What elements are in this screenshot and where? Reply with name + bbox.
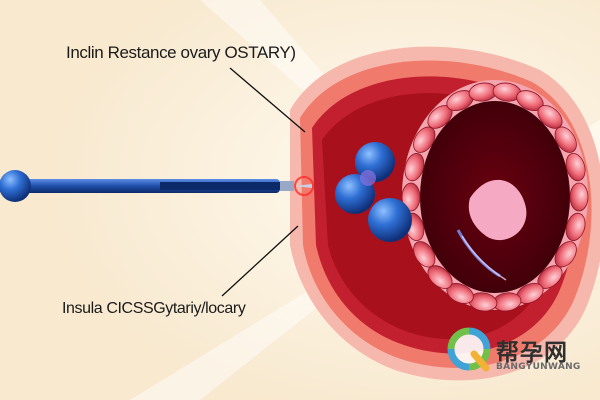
watermark-subtitle: BANGYUNWANG [496, 362, 581, 372]
label-bottom: Insula CICSSGytariy/locary [62, 300, 246, 317]
endometrial-lobe [413, 241, 436, 268]
endometrial-lobe [404, 153, 425, 182]
watermark-name: 帮孕网 [496, 340, 568, 366]
endometrial-lobe [537, 105, 563, 129]
endometrial-lobe [427, 265, 453, 289]
ovary-cross-section-icon [290, 46, 600, 381]
q-logo-icon [447, 327, 491, 372]
endometrial-lobe [401, 182, 421, 212]
inner-drop [468, 179, 527, 241]
endometrial-lobe [569, 182, 589, 212]
blue-follicle-icon [368, 198, 412, 242]
endometrial-lobe [554, 126, 577, 153]
endometrial-lobe [565, 212, 586, 241]
endometrial-lobe [565, 153, 586, 182]
label-top: Inclin Restance ovary OSTARY) [66, 43, 296, 62]
leader-line-bottom [221, 225, 299, 297]
endometrial-lobes [401, 82, 589, 312]
leader-line-top [229, 67, 306, 133]
syringe-probe-icon [0, 170, 314, 202]
